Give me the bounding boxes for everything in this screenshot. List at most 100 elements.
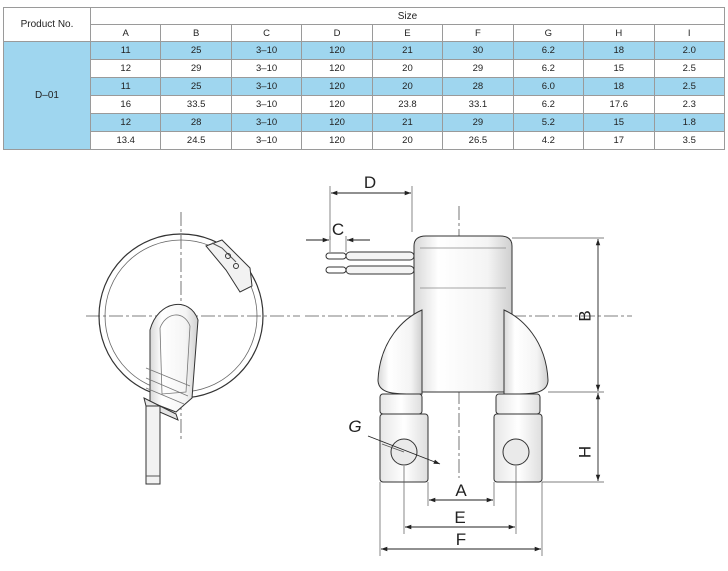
table-cell-e: 20	[371, 77, 444, 96]
table-cell-i: 1.8	[653, 113, 725, 132]
ring-clasp	[205, 239, 253, 293]
table-cell-h: 17	[583, 131, 655, 150]
technical-drawing: D C B H G A E F	[86, 173, 632, 556]
table-cell-g: 4.2	[512, 131, 585, 150]
table-cell-h: 15	[583, 113, 655, 132]
table-cell-b: 28	[160, 113, 232, 132]
table-cell-c: 3–10	[230, 131, 303, 150]
table-cell-f: 28	[442, 77, 514, 96]
column-header-g: G	[512, 24, 585, 42]
column-header-b: B	[160, 24, 232, 42]
product-number-cell: D–01	[3, 41, 91, 150]
column-header-e: E	[371, 24, 444, 42]
table-cell-c: 3–10	[230, 77, 303, 96]
table-cell-c: 3–10	[230, 95, 303, 114]
table-cell-g: 6.2	[512, 95, 585, 114]
lead-wires	[325, 251, 415, 275]
side-view	[86, 212, 300, 485]
table-cell-g: 6.0	[512, 77, 585, 96]
table-cell-b: 29	[160, 59, 232, 78]
label-g: G	[348, 417, 361, 436]
label-f: F	[456, 530, 466, 549]
table-cell-e: 21	[371, 113, 444, 132]
table-cell-c: 3–10	[230, 41, 303, 60]
table-cell-i: 2.5	[653, 77, 725, 96]
table-cell-g: 5.2	[512, 113, 585, 132]
table-cell-a: 13.4	[89, 131, 162, 150]
table-cell-a: 16	[89, 95, 162, 114]
dimensions	[306, 186, 604, 556]
right-jaw	[503, 309, 549, 395]
table-cell-e: 20	[371, 131, 444, 150]
table-cell-i: 2.5	[653, 59, 725, 78]
table-cell-g: 6.2	[512, 41, 585, 60]
dim-g-line	[367, 435, 441, 465]
table-cell-g: 6.2	[512, 59, 585, 78]
label-b: B	[575, 310, 594, 321]
table-cell-e: 23.8	[371, 95, 444, 114]
table-cell-i: 3.5	[653, 131, 725, 150]
table-cell-d: 120	[301, 113, 373, 132]
table-cell-a: 12	[89, 113, 162, 132]
column-header-i: I	[653, 24, 725, 42]
label-a: A	[455, 481, 467, 500]
table-cell-c: 3–10	[230, 113, 303, 132]
label-e: E	[454, 508, 465, 527]
table-cell-f: 29	[442, 59, 514, 78]
table-cell-i: 2.0	[653, 41, 725, 60]
table-cell-b: 24.5	[160, 131, 232, 150]
table-cell-d: 120	[301, 131, 373, 150]
column-header-a: A	[89, 24, 162, 42]
table-cell-b: 25	[160, 41, 232, 60]
size-header: Size	[90, 7, 725, 25]
table-cell-c: 3–10	[230, 59, 303, 78]
table-cell-f: 29	[442, 113, 514, 132]
table-cell-i: 2.3	[653, 95, 725, 114]
right-terminal-hole	[502, 438, 530, 466]
table-cell-b: 33.5	[160, 95, 232, 114]
label-c: C	[332, 220, 344, 239]
table-cell-d: 120	[301, 59, 373, 78]
label-h: H	[575, 446, 594, 458]
dimension-labels: D C B H G A E F	[332, 173, 595, 549]
table-cell-f: 26.5	[442, 131, 514, 150]
table-cell-d: 120	[301, 41, 373, 60]
product-no-header: Product No.	[3, 7, 91, 42]
label-d: D	[364, 173, 376, 192]
table-cell-f: 33.1	[442, 95, 514, 114]
clasp-screw-1	[225, 253, 231, 259]
clamp-upper-body	[413, 235, 513, 393]
left-jaw	[377, 309, 423, 395]
table-cell-a: 12	[89, 59, 162, 78]
front-view	[305, 206, 632, 483]
clasp-screw-2	[233, 263, 239, 269]
table-cell-e: 21	[371, 41, 444, 60]
column-header-d: D	[301, 24, 373, 42]
table-cell-a: 11	[89, 41, 162, 60]
table-cell-h: 17.6	[583, 95, 655, 114]
column-header-h: H	[583, 24, 655, 42]
table-cell-a: 11	[89, 77, 162, 96]
table-cell-h: 18	[583, 41, 655, 60]
left-neck	[379, 393, 423, 415]
column-header-f: F	[442, 24, 514, 42]
table-cell-b: 25	[160, 77, 232, 96]
right-neck	[495, 393, 541, 415]
table-cell-h: 15	[583, 59, 655, 78]
table-cell-f: 30	[442, 41, 514, 60]
column-header-c: C	[230, 24, 303, 42]
table-cell-d: 120	[301, 95, 373, 114]
table-cell-h: 18	[583, 77, 655, 96]
probe-head	[149, 304, 199, 413]
probe-cable	[145, 405, 161, 485]
table-cell-e: 20	[371, 59, 444, 78]
